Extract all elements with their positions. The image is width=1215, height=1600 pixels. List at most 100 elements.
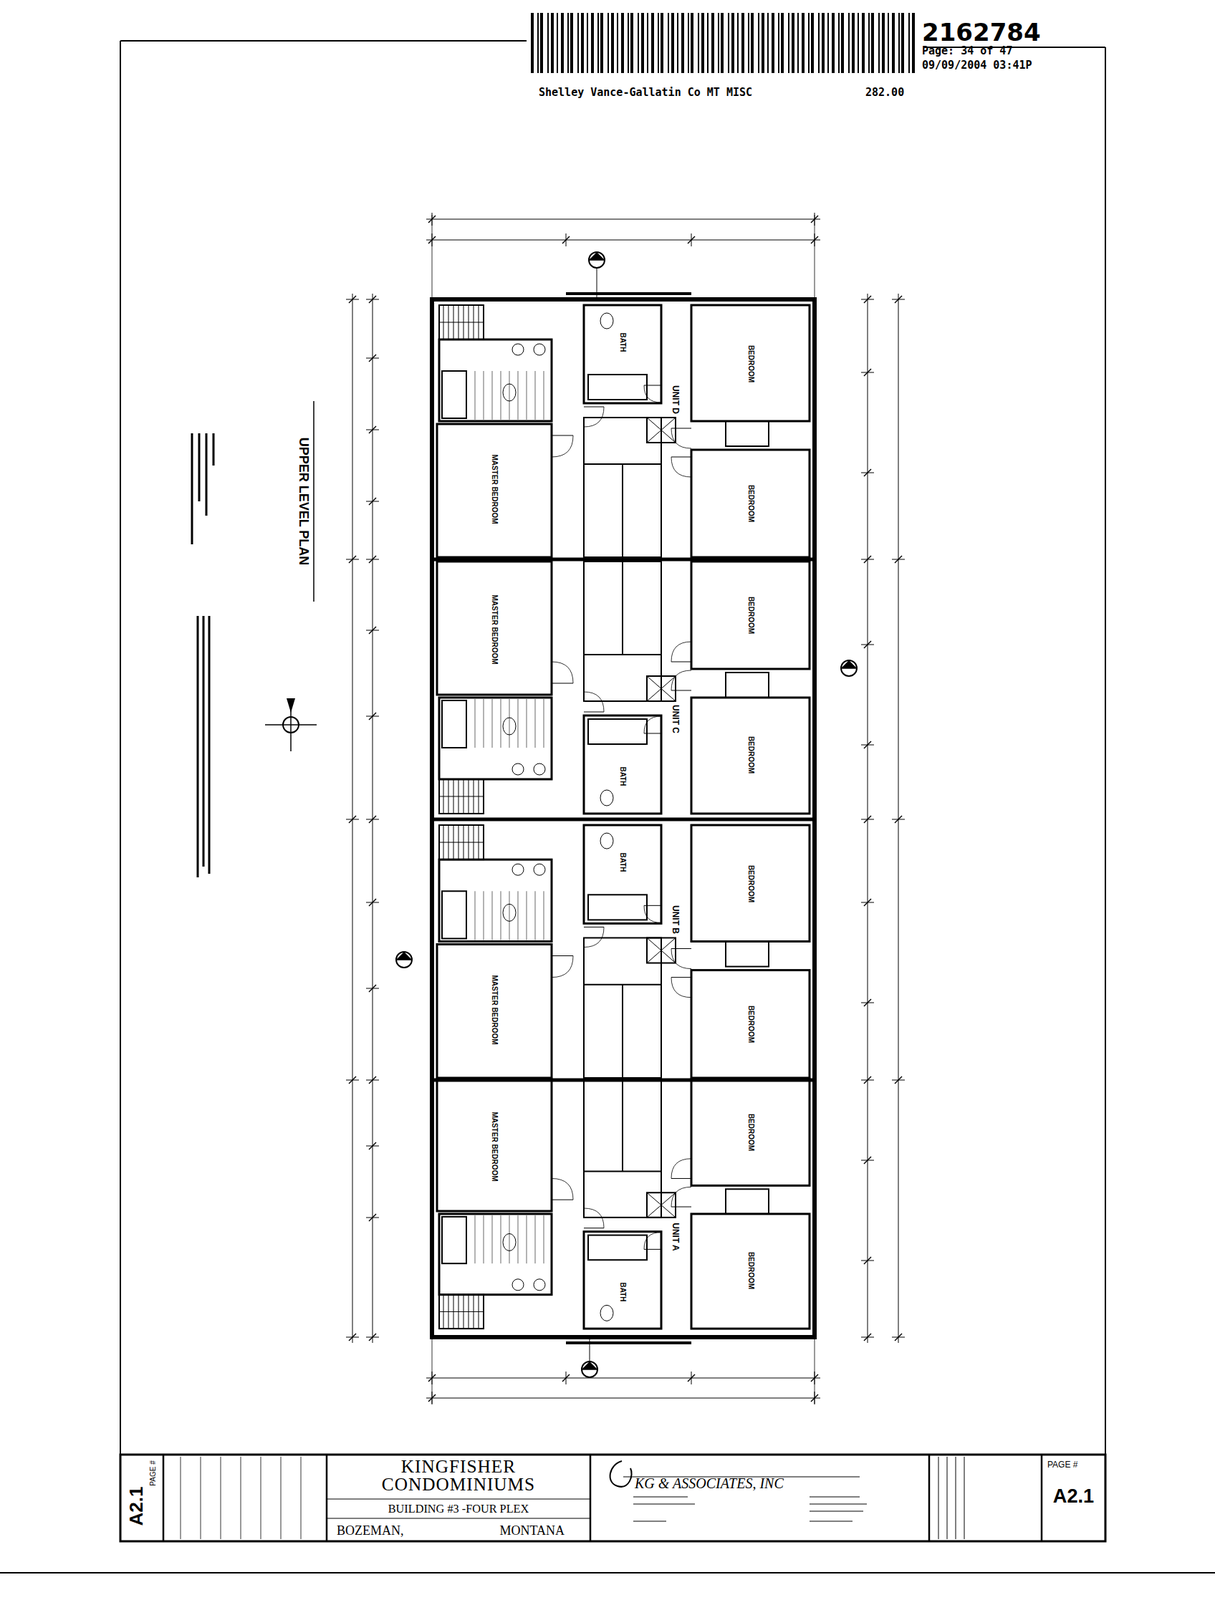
- barcode-bar: [697, 12, 700, 74]
- wall-line: [198, 433, 201, 502]
- barcode-bar: [641, 12, 645, 74]
- wall-line: [891, 299, 905, 301]
- barcode-bar: [701, 12, 705, 74]
- wall-line: [861, 472, 874, 474]
- barcode-bar: [687, 12, 690, 74]
- wall-line: [565, 233, 567, 247]
- wall-line: [861, 902, 874, 904]
- room-name: MASTER BEDROOM: [490, 593, 499, 666]
- barcode-bar: [788, 12, 790, 74]
- wall-line: [0, 1572, 1215, 1574]
- barcode-bar: [600, 12, 604, 74]
- barcode-bar: [750, 12, 754, 74]
- barcode-bar: [547, 12, 549, 74]
- door-swing: [644, 716, 662, 734]
- barcode-bar: [810, 12, 814, 74]
- barcode-bar: [771, 12, 775, 74]
- room-name: MASTER BEDROOM: [490, 452, 499, 526]
- wall-line: [535, 371, 536, 420]
- sink-symbol: [533, 863, 546, 876]
- barcode-bar: [887, 12, 890, 74]
- wall-line: [621, 464, 624, 558]
- room-outline: [583, 305, 662, 404]
- room-outline: [439, 1214, 552, 1296]
- wall-line: [202, 616, 205, 867]
- wall-line: [366, 501, 379, 503]
- wall-line: [326, 1518, 591, 1520]
- barcode-bar: [797, 12, 799, 74]
- barcode-bar: [808, 12, 810, 74]
- wall-line: [119, 40, 122, 1542]
- barcode-bar: [878, 12, 880, 74]
- room-name: BATH: [618, 1280, 627, 1304]
- door-swing: [583, 692, 604, 713]
- wall-line: [947, 1457, 948, 1540]
- room-outline: [583, 715, 662, 814]
- wall-line: [346, 1337, 359, 1339]
- wall-line: [891, 559, 905, 561]
- wall-line: [861, 745, 874, 746]
- barcode-bar: [841, 12, 844, 74]
- wall-line: [814, 1337, 816, 1405]
- door-leaf: [583, 927, 604, 928]
- wall-line: [366, 630, 379, 632]
- unit-label: UNIT B: [670, 904, 681, 936]
- wall-line: [191, 433, 194, 545]
- recording-stamp: 2162784: [921, 20, 1041, 45]
- sink-symbol: [512, 1279, 524, 1291]
- door-swing: [644, 385, 662, 403]
- room-outline: [691, 1079, 810, 1186]
- wall-line: [633, 1521, 667, 1523]
- compass-arrow: [286, 698, 296, 713]
- wall-line: [200, 1457, 202, 1540]
- barcode-bar: [651, 12, 655, 74]
- wall-line: [1104, 47, 1107, 1542]
- barcode-bar: [580, 12, 584, 74]
- barcode-bar: [646, 12, 649, 74]
- wall-line: [366, 1080, 379, 1082]
- wall-line: [691, 1371, 693, 1385]
- door-swing: [671, 428, 692, 449]
- barcode-bar: [757, 12, 760, 74]
- room-name: BEDROOM: [746, 343, 756, 384]
- room-name: BEDROOM: [746, 1004, 756, 1045]
- room-outline: [439, 339, 552, 422]
- wall-line: [861, 299, 874, 301]
- barcode-bar: [560, 12, 564, 74]
- room-outline: [583, 417, 662, 558]
- room-outline: [436, 1079, 552, 1212]
- room-outline: [588, 374, 647, 400]
- wall-line: [180, 1457, 182, 1540]
- barcode-bar: [848, 12, 850, 74]
- wall-line: [509, 1215, 511, 1264]
- wall-line: [861, 1337, 874, 1339]
- barcode-bar: [597, 12, 599, 74]
- section-marker: [396, 952, 412, 968]
- wall-line: [964, 1457, 965, 1540]
- recording-stamp: Page: 34 of 47: [921, 45, 1013, 57]
- wall-line: [809, 1504, 867, 1506]
- unit-label: UNIT A: [670, 1221, 681, 1253]
- room-outline: [436, 561, 552, 695]
- barcode-bar: [898, 12, 900, 74]
- title-block-cell: KINGFISHER CONDOMINIUMSBUILDING #3 -FOUR…: [326, 1454, 591, 1542]
- title-block-text: BUILDING #3 -FOUR PLEX: [326, 1503, 591, 1516]
- wall-line: [633, 1497, 688, 1498]
- title-block-cell: PAGE #A2.1: [1041, 1454, 1106, 1542]
- room-outline: [725, 672, 769, 698]
- wall-line: [891, 1080, 905, 1082]
- barcode-bar: [908, 12, 910, 74]
- barcode-bar: [540, 12, 544, 74]
- section-arrow: [396, 952, 412, 960]
- wall-line: [346, 559, 359, 561]
- north-arrow: [265, 698, 317, 752]
- door-swing: [671, 457, 692, 478]
- room-name: BEDROOM: [746, 735, 756, 776]
- door-leaf: [551, 683, 574, 685]
- wall-line: [431, 214, 433, 300]
- barcode-bar: [627, 12, 629, 74]
- unit-label: UNIT C: [670, 703, 681, 736]
- door-swing: [583, 406, 604, 427]
- wall-line: [346, 819, 359, 821]
- room-outline: [588, 894, 647, 920]
